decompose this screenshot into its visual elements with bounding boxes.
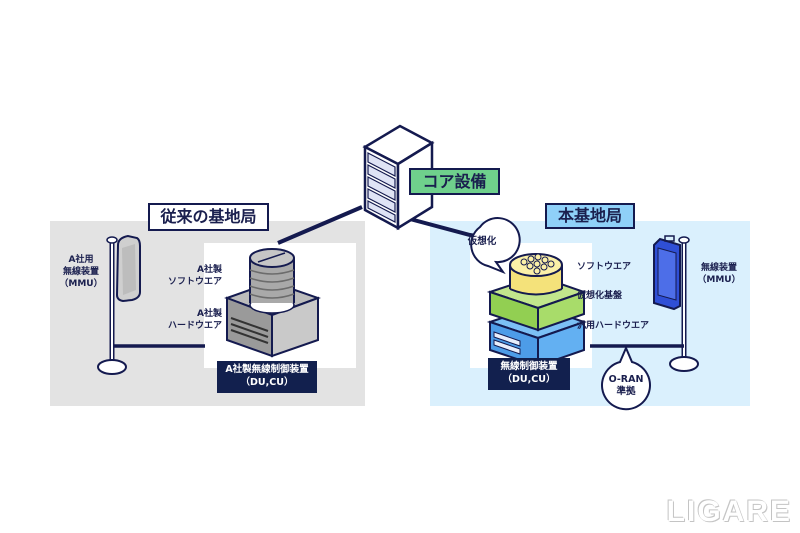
core-server-icon (362, 124, 435, 231)
new-controller-icon (486, 253, 588, 368)
legacy-controller-label: A社製無線制御装置 （DU,CU） (217, 361, 317, 393)
legacy-hardware-line-1: A社製 (197, 309, 222, 319)
new-radio-line-1: 無線装置 (700, 263, 737, 273)
oran-bubble-text: O-RAN 準拠 (602, 374, 650, 398)
oran-bubble (601, 345, 651, 411)
link-core-to-legacy (277, 205, 363, 245)
new-controller-line-2: （DU,CU） (502, 374, 556, 385)
new-hardware-label: 汎用ハードウエア (577, 321, 650, 331)
legacy-controller-icon (224, 248, 321, 358)
legacy-radio-line-2: 無線装置 (62, 267, 99, 277)
legacy-radio-line-1: A社用 (68, 255, 94, 265)
legacy-controller-line-2: （DU,CU） (240, 377, 294, 388)
new-radio-line-2: （MMU） (697, 275, 741, 285)
legacy-hardware-label: A社製 ハードウエア (150, 308, 222, 332)
ligare-watermark: LIGARE (666, 495, 792, 528)
virtualization-bubble (470, 217, 521, 275)
new-controller-label: 無線制御装置 （DU,CU） (488, 358, 570, 390)
new-controller-line-1: 無線制御装置 (500, 361, 558, 372)
new-radio-unit-label: 無線装置 （MMU） (692, 262, 746, 286)
new-software-label: ソフトウエア (577, 262, 632, 272)
virtualization-bubble-text: 仮想化 (467, 236, 497, 247)
oran-line-1: O-RAN (608, 374, 644, 385)
new-platform-label: 仮想化基盤 (577, 291, 623, 301)
legacy-station-title: 従来の基地局 (148, 203, 269, 231)
core-equipment-label: コア設備 (409, 168, 500, 195)
legacy-hardware-line-2: ハードウエア (167, 321, 222, 331)
new-station-title: 本基地局 (545, 203, 635, 229)
legacy-radio-line-3: （MMU） (59, 279, 103, 289)
legacy-radio-unit-label: A社用 無線装置 （MMU） (56, 254, 106, 290)
legacy-software-line-2: ソフトウエア (167, 277, 222, 287)
legacy-software-line-1: A社製 (197, 265, 222, 275)
legacy-antenna-icon (97, 234, 141, 375)
new-antenna-icon (653, 235, 699, 372)
oran-line-2: 準拠 (616, 386, 636, 397)
legacy-controller-line-1: A社製無線制御装置 (225, 364, 309, 375)
legacy-software-label: A社製 ソフトウエア (150, 264, 222, 288)
